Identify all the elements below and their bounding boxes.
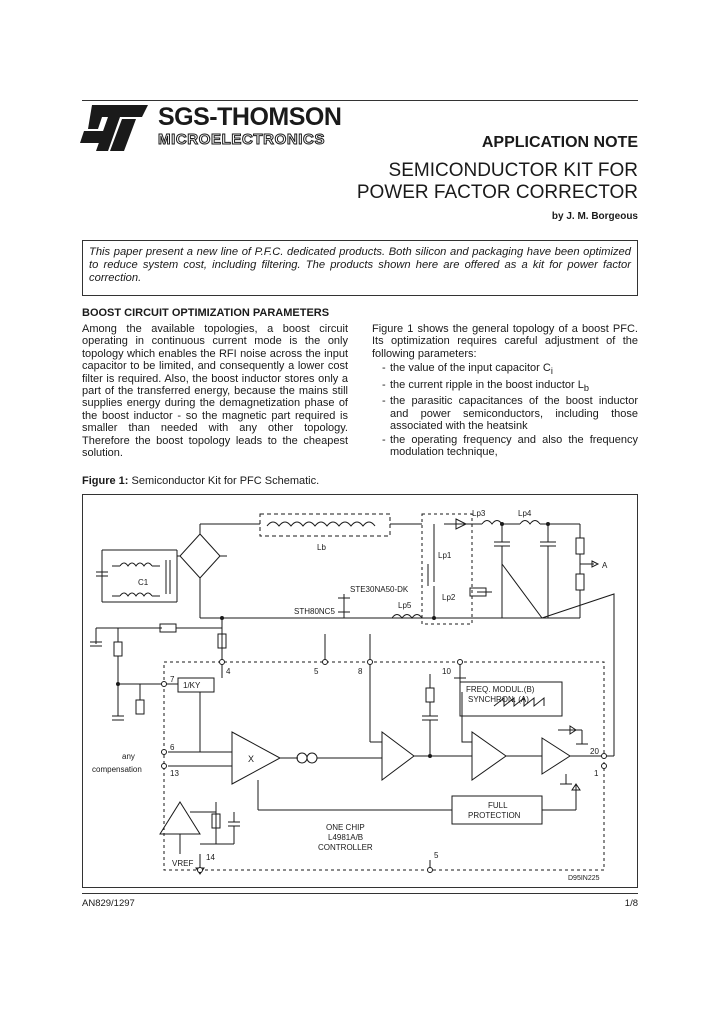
list-item: the operating frequency and also the fre…	[372, 434, 638, 459]
pin-4: 4	[226, 667, 231, 676]
figure-caption: Figure 1: Semiconductor Kit for PFC Sche…	[82, 475, 320, 487]
pin-13: 13	[170, 769, 179, 778]
pin-6: 6	[170, 743, 175, 752]
label-ref-code: D95IN225	[568, 875, 600, 882]
label-multiplier: X	[248, 754, 254, 764]
label-1-ky: 1/KY	[183, 681, 201, 690]
figure-frame	[82, 494, 638, 888]
abstract-box: This paper present a new line of P.F.C. …	[82, 240, 638, 296]
pfc-schematic: Lb C1 Lp1 Lp2 Lp3 Lp4 Lp5 STE30NA50-DK S…	[90, 509, 615, 882]
label-lp2: Lp2	[442, 593, 456, 602]
label-compensation: compensation	[92, 765, 142, 774]
pin-5: 5	[314, 667, 319, 676]
section-heading: BOOST CIRCUIT OPTIMIZATION PARAMETERS	[82, 307, 330, 319]
pin-20: 20	[590, 747, 599, 756]
header-rule-top	[82, 100, 638, 101]
document-code: AN829/1297	[82, 898, 135, 909]
label-out-a: A	[602, 561, 608, 570]
pin-14: 14	[206, 853, 215, 862]
pin-1: 1	[594, 769, 599, 778]
brand-name: SGS-THOMSON	[158, 103, 342, 131]
brand-subtitle: MICROELECTRONICS	[157, 131, 326, 149]
label-synchron: SYNCHRON. (A)	[468, 695, 529, 704]
title-line-1: SEMICONDUCTOR KIT FOR	[388, 160, 638, 181]
parameter-list: the value of the input capacitor Ci the …	[372, 362, 638, 458]
right-column: Figure 1 shows the general topology of a…	[372, 323, 638, 459]
page-number: 1/8	[624, 898, 638, 909]
st-logo-icon	[80, 105, 148, 151]
label-freq-modul: FREQ. MODUL.(B)	[466, 685, 535, 694]
footer-rule	[82, 893, 638, 894]
label-sth: STH80NC5	[294, 607, 335, 616]
label-full: FULL	[488, 801, 508, 810]
pin-7: 7	[170, 675, 175, 684]
author: by J. M. Borgeous	[551, 211, 638, 222]
label-c1: C1	[138, 578, 149, 587]
label-controller: CONTROLLER	[318, 843, 373, 852]
pin-5b: 5	[434, 851, 439, 860]
label-lp1: Lp1	[438, 551, 452, 560]
right-intro: Figure 1 shows the general topology of a…	[372, 323, 638, 360]
label-l4981: L4981A/B	[328, 833, 363, 842]
label-any: any	[122, 752, 135, 761]
pin-10: 10	[442, 667, 451, 676]
label-vref: VREF	[172, 859, 193, 868]
list-item: the parasitic capacitances of the boost …	[372, 395, 638, 432]
label-lp5: Lp5	[398, 601, 412, 610]
list-item: the current ripple in the boost inductor…	[372, 379, 638, 395]
label-lb: Lb	[317, 543, 326, 552]
label-lp4: Lp4	[518, 509, 532, 518]
label-lp3: Lp3	[472, 509, 486, 518]
label-one-chip: ONE CHIP	[326, 823, 365, 832]
title-line-2: POWER FACTOR CORRECTOR	[356, 182, 638, 203]
label-protection: PROTECTION	[468, 811, 521, 820]
list-item: the value of the input capacitor Ci	[372, 362, 638, 378]
document-type: APPLICATION NOTE	[481, 134, 638, 151]
label-ste: STE30NA50-DK	[350, 585, 409, 594]
left-column-text: Among the available topologies, a boost …	[82, 323, 348, 460]
pin-8: 8	[358, 667, 363, 676]
document-title: SEMICONDUCTOR KIT FOR POWER FACTOR CORRE…	[357, 160, 638, 204]
